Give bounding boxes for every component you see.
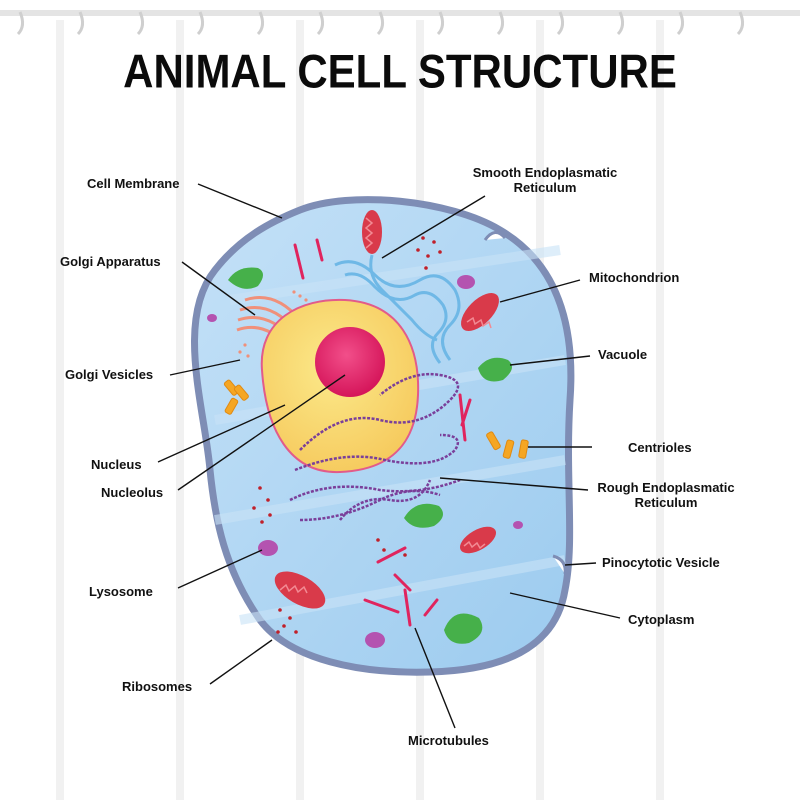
label-golgi-apparatus: Golgi Apparatus <box>60 254 161 269</box>
label-golgi-vesicles: Golgi Vesicles <box>65 367 154 382</box>
label-microtubules: Microtubules <box>408 733 489 748</box>
label-vacuole: Vacuole <box>598 347 648 362</box>
leader-lines <box>157 183 621 729</box>
lysosomes <box>207 275 523 648</box>
label-smooth-er-line2: Reticulum <box>513 180 577 195</box>
vacuoles <box>228 267 512 644</box>
pinocytotic-vesicle <box>552 554 567 575</box>
smooth-endoplasmic-reticulum <box>334 254 461 364</box>
label-rough-er-line2: Reticulum <box>634 495 698 510</box>
label-rough-er-line1: Rough Endoplasmatic <box>597 480 735 495</box>
curtain-rod <box>0 10 800 16</box>
label-rough-er: Rough Endoplasmatic Reticulum <box>590 480 742 510</box>
curtain-folds <box>56 20 664 800</box>
golgi-vesicles <box>238 290 308 358</box>
label-cell-membrane: Cell Membrane <box>87 176 180 191</box>
microtubules <box>293 238 472 627</box>
pinocytotic-vesicle-top <box>483 231 507 241</box>
centrioles <box>223 379 529 459</box>
mitochondria <box>274 210 499 609</box>
rough-endoplasmic-reticulum <box>289 373 461 522</box>
label-nucleus: Nucleus <box>91 457 142 472</box>
ribosomes <box>252 236 442 634</box>
label-mitochondrion: Mitochondrion <box>589 270 680 285</box>
label-pinocytotic-vesicle: Pinocytotic Vesicle <box>602 555 720 570</box>
nucleolus <box>315 327 385 397</box>
curtain-rings <box>16 11 745 36</box>
label-ribosomes: Ribosomes <box>122 679 193 694</box>
label-smooth-er-line1: Smooth Endoplasmatic <box>472 165 618 180</box>
label-cytoplasm: Cytoplasm <box>628 612 695 627</box>
label-centrioles: Centrioles <box>628 440 692 455</box>
label-smooth-er: Smooth Endoplasmatic Reticulum <box>465 165 625 195</box>
label-lysosome: Lysosome <box>89 584 153 599</box>
page-title: ANIMAL CELL STRUCTURE <box>123 45 677 98</box>
label-nucleolus: Nucleolus <box>101 485 164 500</box>
